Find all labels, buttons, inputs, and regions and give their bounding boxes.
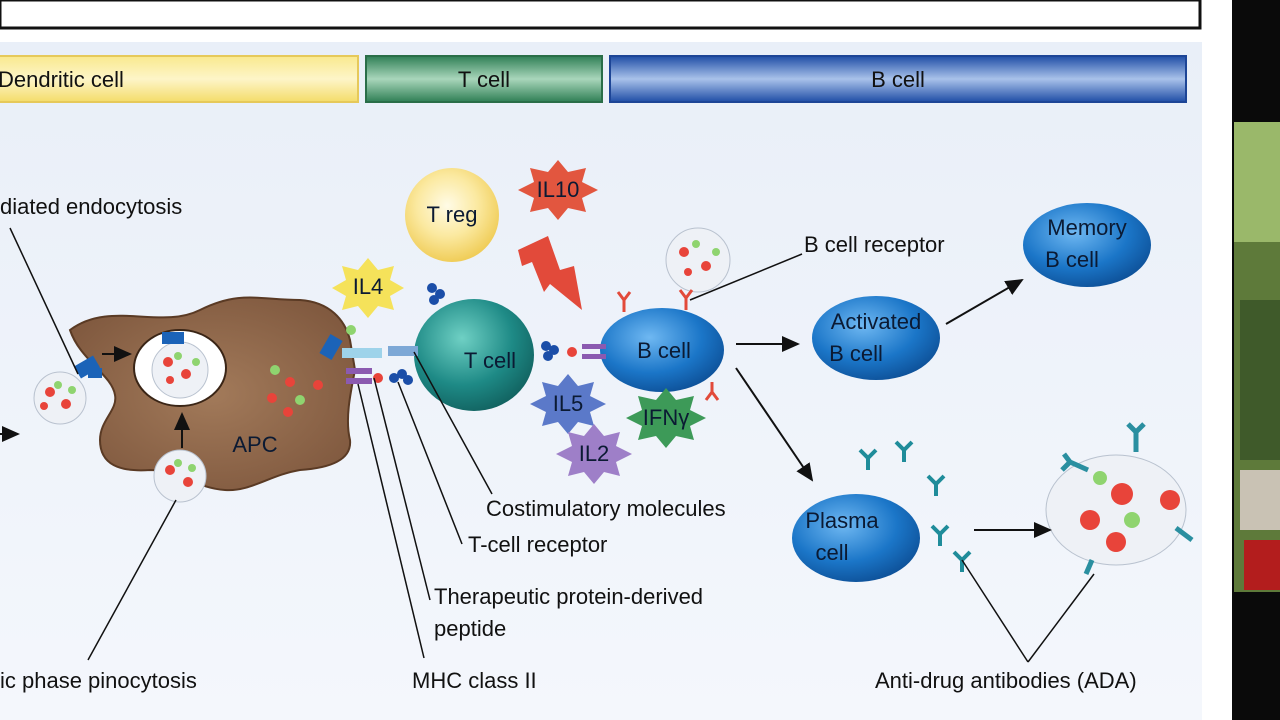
b-cell-receptor-label: B cell receptor — [804, 232, 945, 257]
il2-label: IL2 — [579, 441, 610, 466]
banner-dendritic-cell: Dendritic cell — [0, 55, 359, 103]
ifn-gamma-label: IFNγ — [643, 405, 689, 430]
top-panel-edge — [0, 0, 1202, 30]
banner-b-cell-label: B cell — [871, 67, 925, 92]
banner-b-cell: B cell — [609, 55, 1187, 103]
cytokine-il4: IL4 — [332, 258, 404, 318]
webcam-thumbnail — [1234, 122, 1280, 592]
t-cell-label: T cell — [464, 348, 516, 373]
mhc-tcr-complex — [319, 325, 418, 384]
peptide-fragments — [267, 365, 323, 417]
il10-label: IL10 — [537, 177, 580, 202]
cytokine-il5: IL5 — [530, 374, 606, 434]
banner-t-cell: T cell — [365, 55, 603, 103]
activated-b-cell-label-1: Activated — [831, 309, 922, 334]
peptide-label-line1: Therapeutic protein-derived — [434, 584, 703, 609]
plasma-cell-label-1: Plasma — [805, 508, 879, 533]
banner-dendritic-label: Dendritic cell — [0, 67, 124, 92]
leader-lines — [9, 227, 1095, 663]
memory-b-cell-label-2: B cell — [1045, 247, 1099, 272]
endocytosis-label: diated endocytosis — [0, 194, 182, 219]
t-cell-receptor-label: T-cell receptor — [468, 532, 607, 557]
il4-label: IL4 — [353, 274, 384, 299]
costimulatory-molecule-icon — [389, 283, 559, 385]
b-cell-receptor-icon — [616, 289, 720, 401]
apc-label: APC — [232, 432, 277, 457]
b-cell-label: B cell — [637, 338, 691, 363]
b-cell: B cell — [600, 308, 724, 392]
protein-aggregate-icon — [665, 227, 731, 293]
anti-drug-antibodies-label: Anti-drug antibodies (ADA) — [875, 668, 1137, 693]
il5-label: IL5 — [553, 391, 584, 416]
protein-aggregate-icon — [153, 449, 207, 503]
flow-arrows — [0, 278, 1052, 538]
pinocytosis-label: ic phase pinocytosis — [0, 668, 197, 693]
peptide-label-line2: peptide — [434, 616, 506, 641]
treg-label: T reg — [427, 202, 478, 227]
costimulatory-molecules-label: Costimulatory molecules — [486, 496, 726, 521]
memory-b-cell: Memory B cell — [1023, 203, 1151, 287]
b-t-synapse — [567, 344, 606, 359]
plasma-cell-label-2: cell — [815, 540, 848, 565]
activated-b-cell-label-2: B cell — [829, 341, 883, 366]
cytokine-il2: IL2 — [556, 424, 632, 484]
treg-cell: T reg — [405, 168, 499, 262]
cytokine-il10: IL10 — [518, 160, 598, 220]
plasma-cell: Plasma cell — [792, 494, 920, 582]
banner-t-cell-label: T cell — [458, 67, 510, 92]
cytokine-ifn-gamma: IFNγ — [626, 388, 706, 448]
activation-arrow-icon — [518, 236, 582, 310]
receptor-icon — [73, 332, 184, 379]
protein-aggregate-icon — [151, 341, 209, 399]
t-cell: T cell — [414, 299, 534, 411]
protein-aggregate-icon — [33, 371, 87, 425]
mhc-class-ii-label: MHC class II — [412, 668, 537, 693]
activated-b-cell: Activated B cell — [812, 296, 940, 380]
memory-b-cell-label-1: Memory — [1047, 215, 1126, 240]
antibody-drug-complex — [1045, 422, 1194, 575]
